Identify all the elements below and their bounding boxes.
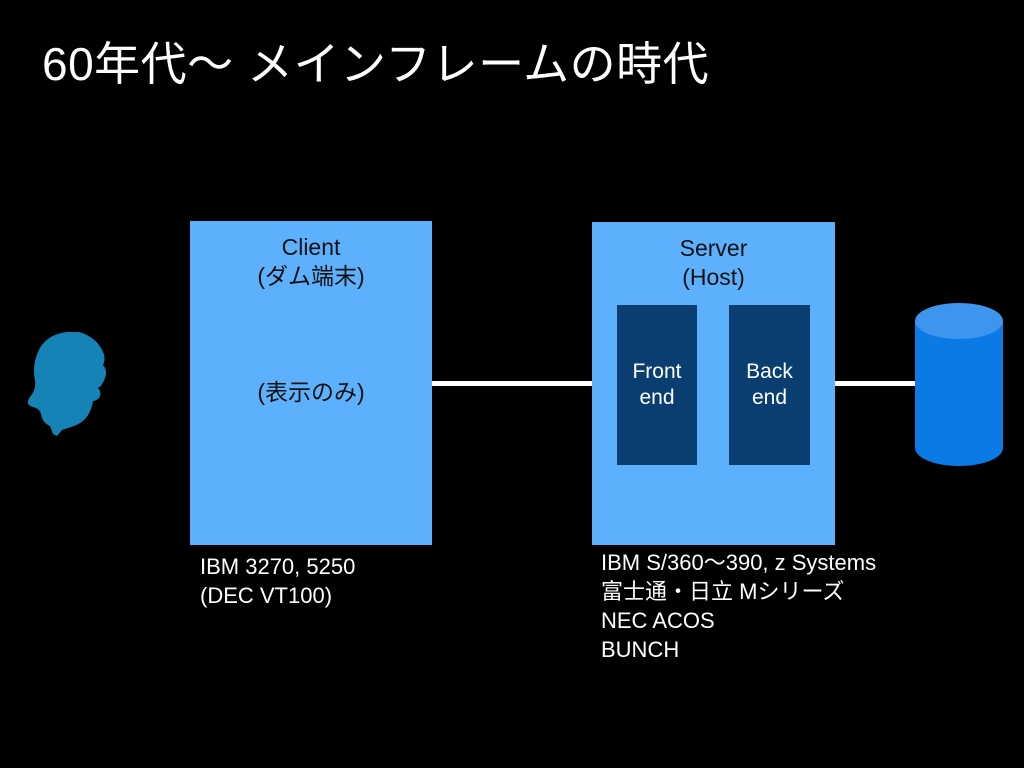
- client-caption-line-1: IBM 3270, 5250: [200, 554, 356, 579]
- back-end-label-line1: Back: [746, 359, 793, 383]
- client-caption: IBM 3270, 5250 (DEC VT100): [200, 552, 355, 610]
- client-sublabel: (ダム端末): [257, 262, 365, 289]
- server-caption: IBM S/360～390, z Systems 富士通・日立 Mシリーズ NE…: [601, 548, 876, 664]
- page-title: 60年代～ メインフレームの時代: [42, 38, 710, 90]
- front-end-label-line2: end: [639, 386, 675, 409]
- server-caption-line-2: 富士通・日立 Mシリーズ: [601, 579, 845, 604]
- back-end-label-line2: end: [751, 386, 788, 409]
- back-end-label: Back end: [746, 359, 793, 412]
- server-caption-line-4: BUNCH: [601, 637, 680, 662]
- client-caption-line-2: (DEC VT100): [200, 583, 333, 608]
- client-box[interactable]: Client (ダム端末) (表示のみ): [190, 221, 432, 545]
- database-cylinder-icon[interactable]: [915, 303, 1003, 466]
- server-database-connector-line: [835, 381, 917, 386]
- client-label: Client: [281, 234, 341, 260]
- server-box-heading: Server (Host): [592, 234, 835, 292]
- front-end-box[interactable]: Front end: [617, 305, 697, 465]
- server-caption-line-3: NEC ACOS: [601, 608, 715, 633]
- person-head-silhouette-icon: [24, 330, 128, 438]
- front-end-label-line1: Front: [632, 359, 682, 383]
- server-sublabel: (Host): [682, 263, 745, 290]
- client-server-connector-line: [432, 381, 593, 386]
- client-note: (表示のみ): [257, 379, 365, 405]
- server-label: Server: [679, 235, 748, 261]
- front-end-label: Front end: [632, 359, 681, 412]
- server-caption-line-1: IBM S/360～390, z Systems: [601, 550, 877, 575]
- client-box-heading: Client (ダム端末): [190, 233, 432, 291]
- back-end-box[interactable]: Back end: [729, 305, 810, 465]
